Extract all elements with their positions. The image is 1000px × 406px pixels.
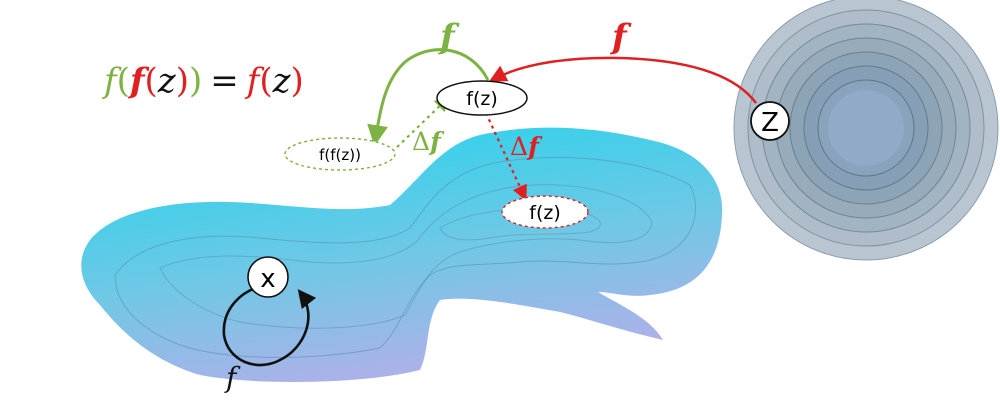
green-f-arrow xyxy=(367,48,490,147)
concentric-disk xyxy=(733,0,999,261)
node-ffz-label: f(f(z)) xyxy=(319,146,361,164)
red-f-arrow xyxy=(488,56,757,104)
self-loop-arrow xyxy=(222,283,317,367)
node-z: Z xyxy=(750,101,790,141)
green-f-label: f xyxy=(438,17,460,57)
node-x-label: x xyxy=(260,264,275,294)
red-delta-f-label: Δf xyxy=(510,132,543,161)
node-ffz: f(f(z)) xyxy=(284,137,396,171)
red-delta-arrow xyxy=(485,112,527,201)
node-x: x xyxy=(247,256,289,298)
node-fz-top-label: f(z) xyxy=(466,88,498,110)
manifold-region xyxy=(81,127,723,382)
fixed-point-equation: f(f(z))=f(z) xyxy=(101,61,304,101)
node-fz-low-label: f(z) xyxy=(529,202,561,224)
manifold-contour-outer xyxy=(114,157,697,358)
node-fz-low: f(z) xyxy=(501,195,589,229)
green-delta-f-label: Δf xyxy=(412,127,445,156)
green-delta-arrow xyxy=(391,95,451,153)
manifold-surface xyxy=(81,127,723,382)
red-f-label: f xyxy=(610,17,632,57)
node-z-label: Z xyxy=(761,108,779,138)
node-fz-top: f(z) xyxy=(436,80,528,116)
manifold-contour-middle xyxy=(159,184,653,329)
